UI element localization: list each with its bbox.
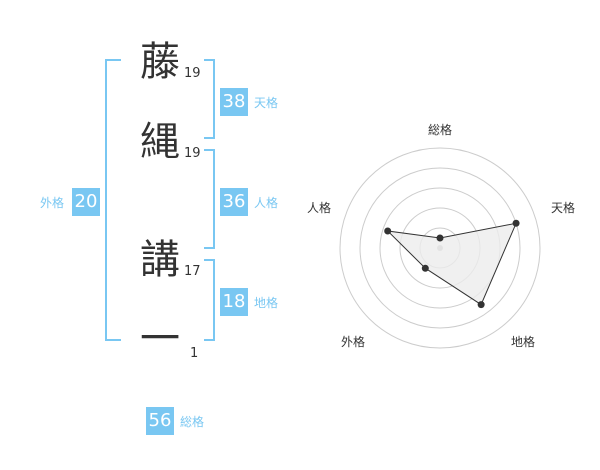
radar-axis-label-chikaku: 地格 — [511, 335, 536, 349]
name-char-2-strokes: 19 — [184, 146, 201, 161]
radar-axis-label-jinkaku: 人格 — [307, 201, 332, 215]
radar-polygon — [386, 222, 517, 306]
name-char-3: 講 — [140, 237, 180, 283]
radar-point-soukaku — [436, 234, 444, 242]
chikaku-value: 18 — [220, 288, 248, 316]
radar-point-gaikaku — [421, 264, 429, 272]
soukaku-label: 総格 — [180, 415, 205, 429]
name-char-1: 藤 — [140, 39, 180, 85]
name-char-4-strokes: 1 — [190, 346, 199, 361]
radar-axis-label-gaikaku: 外格 — [341, 335, 366, 349]
radar-point-chikaku — [477, 301, 485, 309]
name-char-1-strokes: 19 — [184, 66, 201, 81]
radar-shape — [384, 219, 520, 309]
radar-grid-ring — [339, 147, 541, 349]
radar-axis-label-tenkaku: 天格 — [551, 201, 576, 215]
radar-point-jinkaku — [384, 227, 392, 235]
tenkaku-bracket — [204, 59, 215, 139]
jinkaku-label: 人格 — [254, 196, 279, 210]
jinkaku-bracket — [204, 149, 215, 249]
chikaku-bracket — [204, 259, 215, 341]
gaikaku-value: 20 — [72, 188, 100, 216]
radar-grid-ring — [359, 167, 521, 329]
chikaku-label: 地格 — [254, 296, 279, 310]
jinkaku-value: 36 — [220, 188, 248, 216]
name-char-2: 縄 — [140, 119, 180, 165]
soukaku-value: 56 — [146, 407, 174, 435]
radar-axis-label-soukaku: 総格 — [428, 123, 453, 137]
name-char-4: 一 — [140, 316, 180, 362]
gaikaku-bracket — [105, 59, 121, 341]
gaikaku-label: 外格 — [40, 196, 65, 210]
tenkaku-value: 38 — [220, 88, 248, 116]
radar-point-tenkaku — [512, 219, 520, 227]
name-char-3-strokes: 17 — [184, 264, 201, 279]
tenkaku-label: 天格 — [254, 96, 279, 110]
